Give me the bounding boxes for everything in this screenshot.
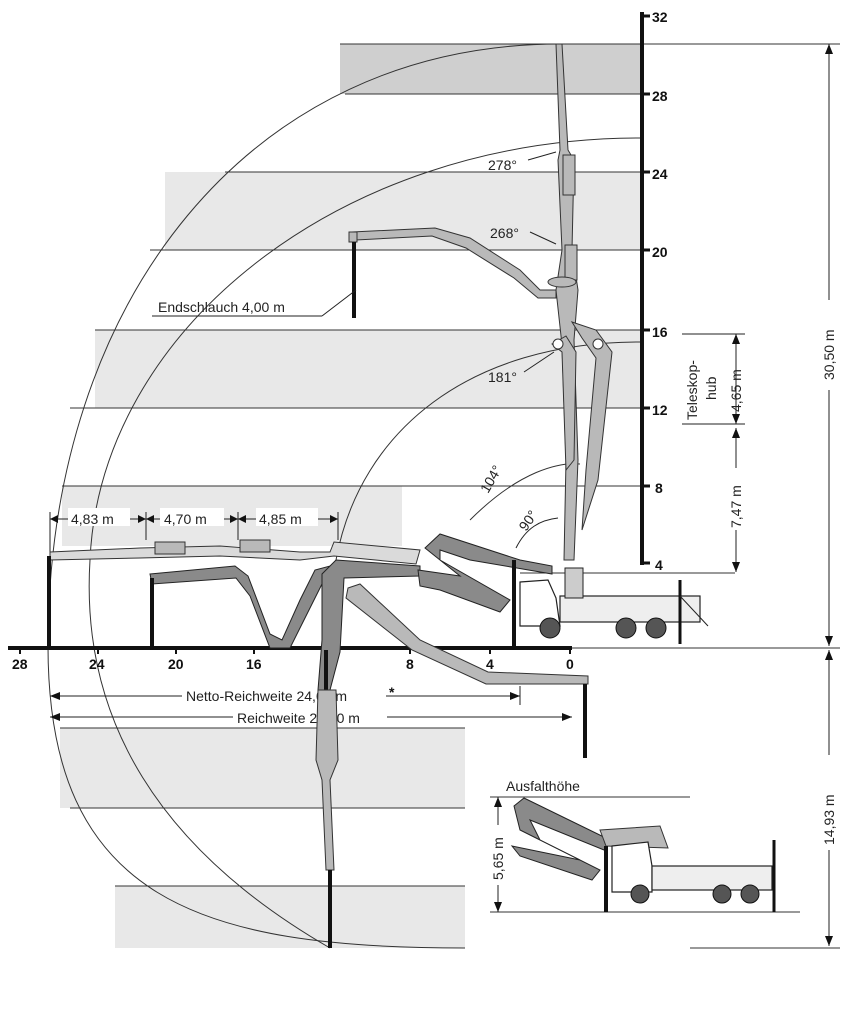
height-tick-20: 20 (652, 244, 668, 260)
angle-90: 90° (515, 507, 540, 534)
segment-1-label: 4,83 m (71, 511, 114, 527)
boom-268 (348, 227, 557, 318)
boom-lower-right (345, 583, 589, 758)
below-ground-dimension: 14,93 m (819, 650, 839, 946)
reach-tick-8: 8 (406, 656, 414, 672)
segment-3-label: 4,85 m (259, 511, 302, 527)
telescope-label-line2: hub (703, 376, 719, 400)
reach-tick-0: 0 (566, 656, 574, 672)
net-reach-footnote-mark: * (389, 684, 395, 700)
height-tick-24: 24 (652, 166, 668, 182)
reach-tick-16: 16 (246, 656, 262, 672)
truck-folded-boom (417, 533, 553, 648)
horizontal-boom-upper (47, 539, 421, 648)
end-hose-callout: Endschlauch 4,00 m (152, 289, 357, 317)
telescope-dimension: 4,65 m Teleskop- hub (682, 333, 745, 425)
grid-lines (60, 43, 840, 949)
lower-height-dimension: 7,47 m (726, 428, 746, 572)
reach-tick-20: 20 (168, 656, 184, 672)
reach-tick-4: 4 (486, 656, 494, 672)
reach-tick-24: 24 (89, 656, 105, 672)
height-tick-32: 32 (652, 9, 668, 25)
boom-181 (551, 321, 613, 531)
telescope-label-line1: Teleskop- (684, 360, 700, 420)
downward-boom (315, 689, 339, 948)
horizontal-boom-folded (149, 559, 421, 691)
angle-104: 104° (477, 462, 505, 495)
reach-tick-28: 28 (12, 656, 28, 672)
segment-2-label: 4,70 m (164, 511, 207, 527)
height-tick-4: 4 (655, 557, 663, 573)
angle-181: 181° (488, 369, 517, 385)
unfold-height-label: 5,65 m (490, 837, 506, 880)
lower-height-label: 7,47 m (728, 485, 744, 528)
total-height-label: 30,50 m (821, 329, 837, 380)
below-ground-label: 14,93 m (821, 794, 837, 845)
end-hose-label: Endschlauch 4,00 m (158, 299, 285, 315)
unfold-height-title: Ausfalthöhe (506, 778, 580, 794)
height-axis: 32 28 24 20 16 12 8 4 (640, 9, 668, 573)
vertical-boom (547, 43, 579, 561)
net-reach-label: Netto-Reichweite 24,00 m (186, 688, 347, 704)
segment-dimensions: 4,83 m 4,70 m 4,85 m (49, 508, 339, 552)
height-tick-28: 28 (652, 88, 668, 104)
main-truck (519, 567, 709, 644)
reach-label: Reichweite 26,50 m (237, 710, 360, 726)
unfold-height-inset: Ausfalthöhe 5,65 m (488, 778, 776, 912)
reach-dimensions: Netto-Reichweite 24,00 m * Reichweite 26… (50, 684, 572, 726)
height-axis-ticks (642, 14, 650, 565)
angle-268: 268° (490, 225, 519, 241)
telescope-stroke-label: 4,65 m (728, 369, 744, 412)
height-tick-8: 8 (655, 480, 663, 496)
height-tick-12: 12 (652, 402, 668, 418)
angle-278: 278° (488, 157, 517, 173)
total-height-dimension: 30,50 m (819, 44, 839, 646)
height-tick-16: 16 (652, 324, 668, 340)
